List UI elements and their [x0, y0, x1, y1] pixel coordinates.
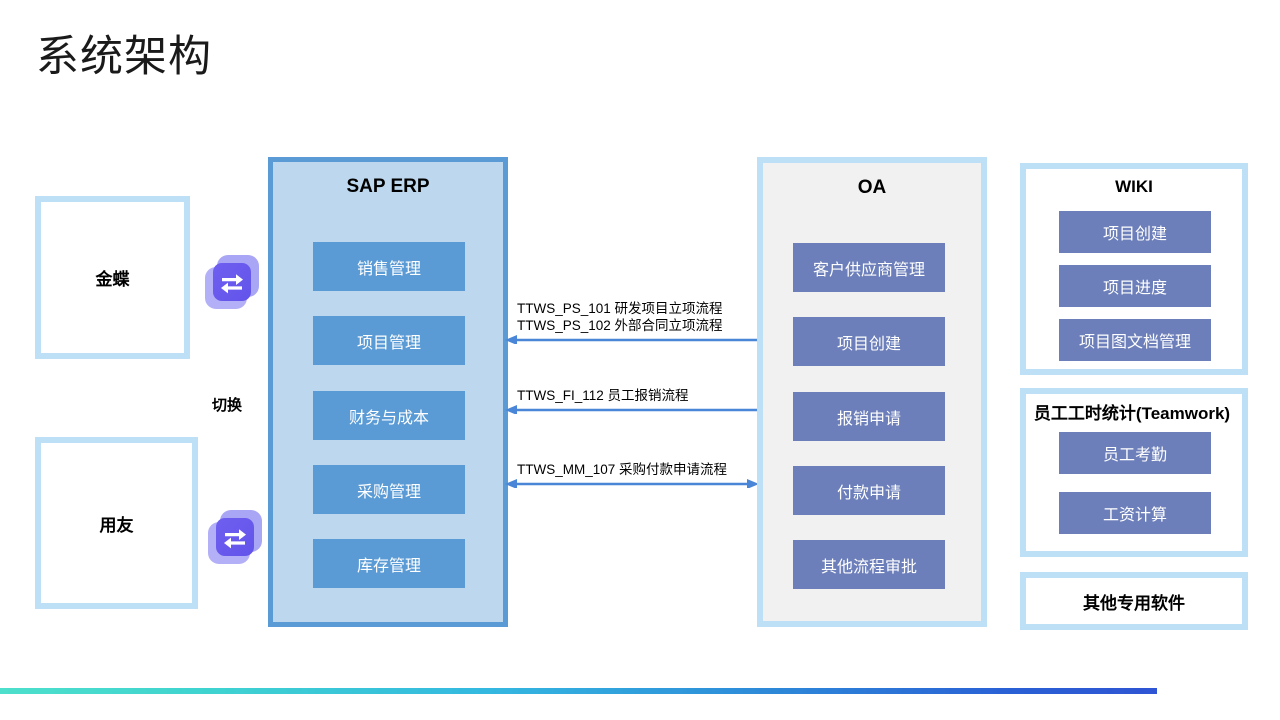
sap-module-sales[interactable]: 销售管理	[313, 242, 465, 291]
flow-arrow-fi-label: TTWS_FI_112 员工报销流程	[517, 388, 689, 405]
legacy-system-label: 用友	[99, 515, 134, 535]
flow-arrow-mm-label: TTWS_MM_107 采购付款申请流程	[517, 462, 727, 479]
legacy-system-label: 金蝶	[95, 270, 130, 289]
sap-module-finance-cost[interactable]: 财务与成本	[313, 391, 465, 440]
swap-icon[interactable]	[208, 510, 264, 566]
teamwork-panel: 员工工时统计(Teamwork) 员工考勤 工资计算	[1020, 388, 1248, 557]
sap-module-inventory[interactable]: 库存管理	[313, 539, 465, 588]
legacy-system-box-kingdee[interactable]: 金蝶	[35, 196, 190, 359]
swap-icon-core-square	[213, 263, 251, 301]
flow-arrow-ps-label-line2: TTWS_PS_102 外部合同立项流程	[517, 318, 723, 334]
oa-module-other-approval[interactable]: 其他流程审批	[793, 540, 945, 589]
teamwork-module-attendance[interactable]: 员工考勤	[1059, 432, 1211, 474]
teamwork-title: 员工工时统计(Teamwork)	[1033, 404, 1231, 423]
wiki-module-project-create[interactable]: 项目创建	[1059, 211, 1211, 253]
wiki-module-document-management[interactable]: 项目图文档管理	[1059, 319, 1211, 361]
teamwork-module-payroll[interactable]: 工资计算	[1059, 492, 1211, 534]
legacy-system-box-yonyou[interactable]: 用友	[35, 437, 198, 609]
sap-module-project[interactable]: 项目管理	[313, 316, 465, 365]
swap-icon[interactable]	[205, 255, 261, 311]
oa-module-project-create[interactable]: 项目创建	[793, 317, 945, 366]
flow-arrow-ps-line	[505, 335, 759, 344]
swap-arrows-glyph	[221, 274, 243, 294]
oa-module-payment-request[interactable]: 付款申请	[793, 466, 945, 515]
other-software-panel[interactable]: 其他专用软件	[1020, 572, 1248, 630]
oa-panel: OA 客户供应商管理 项目创建 报销申请 付款申请 其他流程审批	[757, 157, 987, 627]
swap-arrows-glyph	[224, 529, 246, 549]
sap-erp-panel: SAP ERP 销售管理 项目管理 财务与成本 采购管理 库存管理	[268, 157, 508, 627]
sap-erp-title: SAP ERP	[346, 176, 430, 197]
flow-arrow-mm-line	[505, 479, 759, 488]
oa-title: OA	[857, 177, 887, 198]
bottom-gradient-bar	[0, 688, 1157, 694]
wiki-module-project-progress[interactable]: 项目进度	[1059, 265, 1211, 307]
flow-arrow-ps-label: TTWS_PS_101 研发项目立项流程 TTWS_PS_102 外部合同立项流…	[517, 301, 723, 335]
flow-arrow-fi: TTWS_FI_112 员工报销流程	[505, 384, 759, 414]
sap-module-purchasing[interactable]: 采购管理	[313, 465, 465, 514]
flow-arrow-mm: TTWS_MM_107 采购付款申请流程	[505, 458, 759, 488]
swap-icon-core-square	[216, 518, 254, 556]
wiki-panel: WIKI 项目创建 项目进度 项目图文档管理	[1020, 163, 1248, 375]
other-software-label: 其他专用软件	[1083, 593, 1185, 613]
oa-module-customer-supplier[interactable]: 客户供应商管理	[793, 243, 945, 292]
flow-arrow-fi-line	[505, 405, 759, 414]
switch-label: 切换	[212, 397, 243, 414]
oa-module-reimbursement[interactable]: 报销申请	[793, 392, 945, 441]
flow-arrow-ps-label-line1: TTWS_PS_101 研发项目立项流程	[517, 301, 723, 317]
flow-arrow-ps: TTWS_PS_101 研发项目立项流程 TTWS_PS_102 外部合同立项流…	[505, 296, 759, 344]
flow-arrow-fi-label-line1: TTWS_FI_112 员工报销流程	[517, 388, 689, 404]
wiki-title: WIKI	[1115, 177, 1153, 196]
flow-arrow-mm-label-line1: TTWS_MM_107 采购付款申请流程	[517, 462, 728, 478]
page-title: 系统架构	[36, 33, 212, 81]
